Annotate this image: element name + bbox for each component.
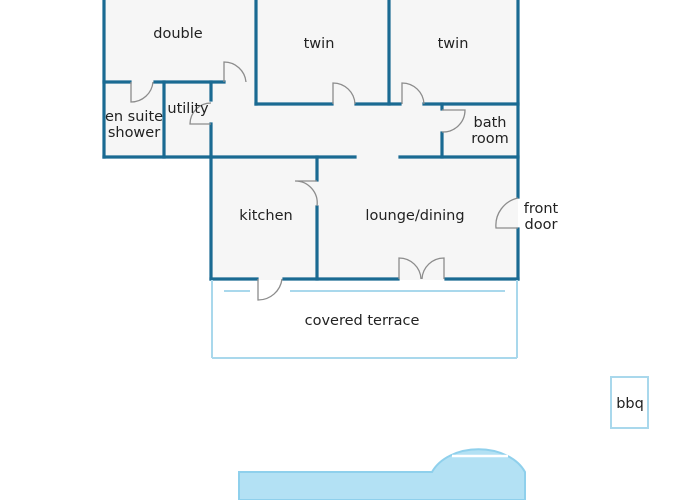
door-swings (130, 61, 519, 301)
room-label-terrace: covered terrace (304, 313, 420, 329)
room-label-ensuite: en suite shower (104, 109, 164, 141)
room-label-bathroom: bath room (471, 115, 509, 147)
room-label-kitchen: kitchen (239, 208, 293, 224)
covered-terrace-area (211, 280, 518, 359)
room-label-utility: utility (167, 101, 209, 117)
room-fills (104, 0, 518, 280)
walls (102, 0, 520, 281)
room-label-twin-2: twin (437, 36, 469, 52)
swimming-pool (238, 448, 526, 500)
room-label-lounge: lounge/dining (365, 208, 465, 224)
bbq-box (610, 376, 649, 429)
room-label-bbq: bbq (616, 396, 644, 412)
room-label-double: double (153, 26, 203, 42)
front-door-label: front door (523, 201, 559, 233)
room-label-twin-1: twin (303, 36, 335, 52)
